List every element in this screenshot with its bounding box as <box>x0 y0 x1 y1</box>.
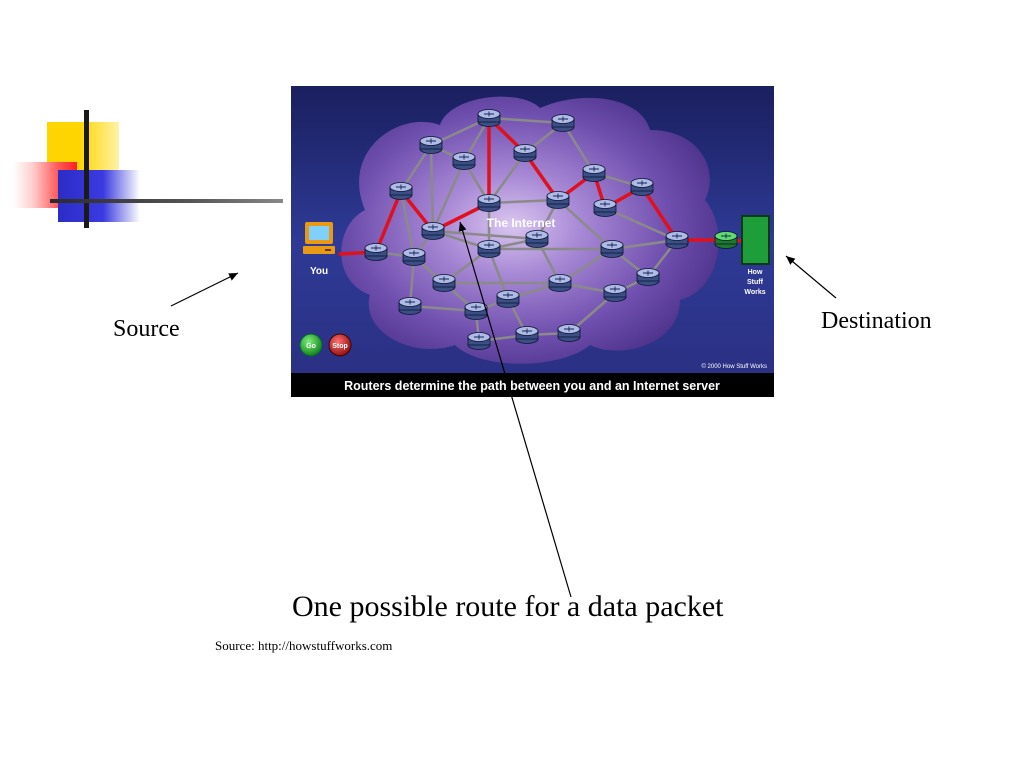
network-link <box>429 143 435 233</box>
router-icon <box>452 152 476 170</box>
router-icon <box>546 191 570 209</box>
source-computer-icon <box>303 222 335 254</box>
caption: One possible route for a data packet <box>292 590 724 623</box>
network-link <box>556 198 614 251</box>
network-routers <box>364 109 738 350</box>
router-icon <box>364 243 388 261</box>
router-icon <box>665 231 689 249</box>
server-label-line-2: Stuff <box>747 279 764 286</box>
router-icon <box>467 332 491 350</box>
router-icon <box>432 274 456 292</box>
destination-label: Destination <box>821 308 932 334</box>
source-label: Source <box>113 316 180 342</box>
deco-vertical-line <box>84 110 89 228</box>
network-link <box>399 189 416 259</box>
router-icon <box>548 274 572 292</box>
stop-button[interactable]: Stop <box>328 333 352 357</box>
network-link <box>431 159 466 233</box>
router-icon <box>477 240 501 258</box>
network-link <box>487 151 527 205</box>
network-link <box>431 229 539 241</box>
router-icon <box>464 302 488 320</box>
router-icon <box>593 199 617 217</box>
banner-bar <box>291 373 774 397</box>
you-label: You <box>310 266 328 277</box>
router-icon <box>557 324 581 342</box>
router-icon <box>477 109 501 127</box>
network-link <box>487 198 560 205</box>
internet-cloud <box>341 96 719 364</box>
router-icon <box>600 240 624 258</box>
deco-blue-square <box>58 170 140 222</box>
router-icon <box>389 182 413 200</box>
stop-button-label: Stop <box>332 343 348 350</box>
route-arrow <box>458 221 572 598</box>
source-arrow <box>170 272 239 307</box>
router-icon <box>714 231 738 249</box>
server-icon <box>741 215 770 265</box>
internet-figure: You How Stuff Works The Internet Go Stop… <box>291 86 774 397</box>
router-icon <box>525 230 549 248</box>
router-icon <box>636 268 660 286</box>
route-segment <box>374 189 403 254</box>
router-icon <box>551 114 575 132</box>
network-link <box>487 116 565 125</box>
router-icon <box>398 297 422 315</box>
router-icon <box>582 164 606 182</box>
router-icon <box>419 136 443 154</box>
router-icon <box>477 194 501 212</box>
router-icon <box>515 326 539 344</box>
route-segment <box>640 185 679 242</box>
destination-arrow <box>785 255 837 299</box>
copyright-text: © 2000 How Stuff Works <box>701 363 767 370</box>
router-icon <box>630 178 654 196</box>
router-icon <box>496 290 520 308</box>
go-button-label: Go <box>306 343 316 350</box>
cloud-title: The Internet <box>487 216 556 230</box>
go-button[interactable]: Go <box>299 333 323 357</box>
router-icon <box>513 144 537 162</box>
deco-horizontal-line <box>50 199 283 203</box>
router-icon <box>603 284 627 302</box>
router-icon <box>421 222 445 240</box>
network-link <box>603 206 679 242</box>
banner-text: Routers determine the path between you a… <box>344 379 720 393</box>
server-label-line-1: How <box>748 269 763 276</box>
source-credit: Source: http://howstuffworks.com <box>215 638 393 653</box>
server-label-line-3: Works <box>744 289 765 296</box>
router-icon <box>402 248 426 266</box>
